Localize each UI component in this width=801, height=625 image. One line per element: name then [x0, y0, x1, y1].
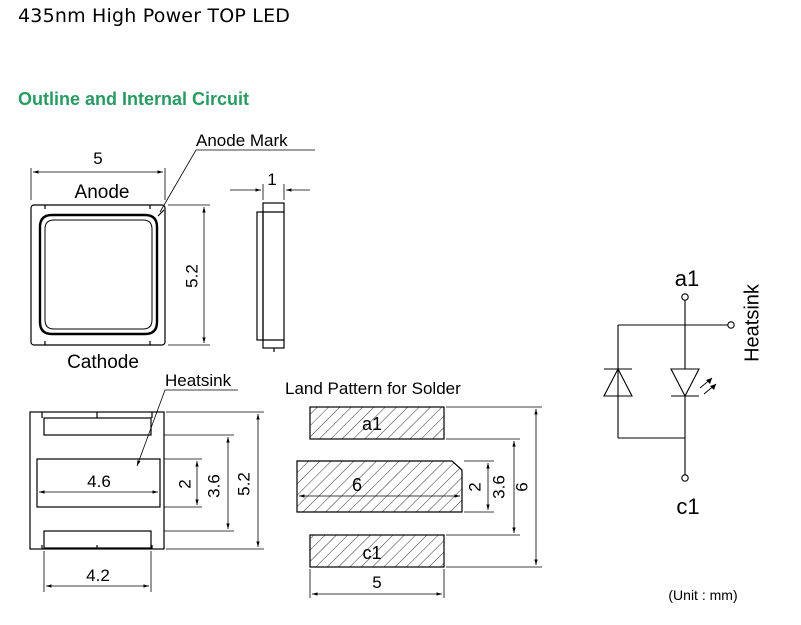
anode-label: Anode: [75, 182, 130, 203]
terminal-a1: [681, 293, 689, 301]
protection-diode-symbol: [603, 367, 633, 397]
bottom-view-top-pad: [43, 417, 152, 436]
unit-note: (Unit : mm): [668, 587, 737, 603]
land-pattern-center-pad: [296, 460, 463, 513]
land-pattern-pad-span-dim: 3.6: [489, 475, 508, 499]
land-pattern-width-dim: 5: [372, 573, 381, 592]
bottom-view-heatsink-pad: [36, 458, 161, 508]
top-view: [30, 149, 315, 346]
terminal-c1: [681, 474, 689, 482]
cathode-label: Cathode: [67, 352, 139, 373]
anode-mark-label: Anode Mark: [196, 131, 288, 150]
side-view-thickness-dim: 1: [267, 170, 276, 189]
anode-mark-line: [157, 209, 165, 217]
page-title: 435nm High Power TOP LED: [18, 5, 291, 27]
land-pattern-total-height-dim: 6: [512, 482, 531, 491]
land-pattern-pad-a1: [309, 406, 445, 440]
internal-circuit: [603, 293, 735, 482]
circuit-heatsink-label: Heatsink: [741, 283, 763, 362]
circuit-a1-label: a1: [675, 266, 699, 291]
bottom-view: [29, 389, 264, 592]
bottom-view-pad-width-dim: 4.2: [86, 566, 110, 585]
land-pattern-center-label: 6: [352, 475, 362, 495]
terminal-heatsink: [727, 321, 735, 329]
land-pattern-c1-label: c1: [362, 543, 381, 563]
side-view: [230, 184, 310, 352]
bottom-view-heatsink-height-dim: 2: [175, 479, 194, 488]
side-view-body: [262, 202, 285, 349]
circuit-c1-label: c1: [676, 494, 699, 519]
top-view-height-dim: 5.2: [182, 264, 201, 288]
land-pattern: [296, 406, 463, 568]
bottom-view-pad-span-dim: 3.6: [204, 474, 223, 498]
land-pattern-a1-label: a1: [362, 414, 382, 434]
land-pattern-pad-c1: [309, 534, 445, 568]
top-view-body: [30, 204, 166, 346]
land-pattern-center-height-dim: 2: [465, 482, 484, 491]
led-symbol: [670, 368, 717, 398]
top-view-lens: [38, 213, 159, 336]
top-view-width-dim: 5: [93, 149, 102, 168]
bottom-view-heatsink-label: Heatsink: [165, 371, 232, 390]
bottom-view-body-height-dim: 5.2: [234, 472, 253, 496]
bottom-view-heatsink-width-dim: 4.6: [87, 472, 111, 491]
top-view-lens-inner: [44, 219, 153, 330]
land-pattern-title: Land Pattern for Solder: [285, 379, 461, 398]
section-heading: Outline and Internal Circuit: [18, 89, 250, 109]
land-pattern-dims: [299, 406, 542, 598]
